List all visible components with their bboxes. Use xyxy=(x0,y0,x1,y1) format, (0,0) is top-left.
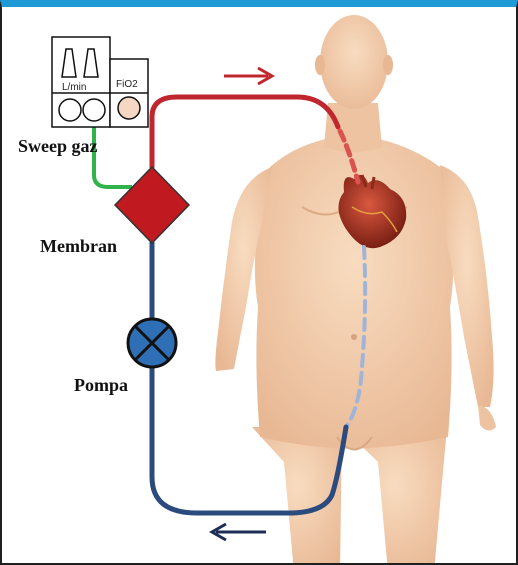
membrane-label: Membran xyxy=(40,236,117,256)
sweep-gas-label: Sweep gaz xyxy=(18,136,98,156)
circle-x-pump-icon xyxy=(128,319,176,367)
flow-unit-label: L/min xyxy=(62,82,86,93)
right-arrow-icon xyxy=(224,68,272,84)
fio2-label: FiO2 xyxy=(116,79,138,90)
diamond-oxygenator-icon xyxy=(115,167,189,243)
ecmo-diagram: L/min FiO2 Sweep gaz Membran Pompa xyxy=(2,7,518,565)
left-arrow-icon xyxy=(212,524,266,540)
gas-blender-icon: L/min FiO2 xyxy=(52,37,148,127)
pump-label: Pompa xyxy=(74,375,128,395)
sweep-gas-line xyxy=(94,125,132,187)
